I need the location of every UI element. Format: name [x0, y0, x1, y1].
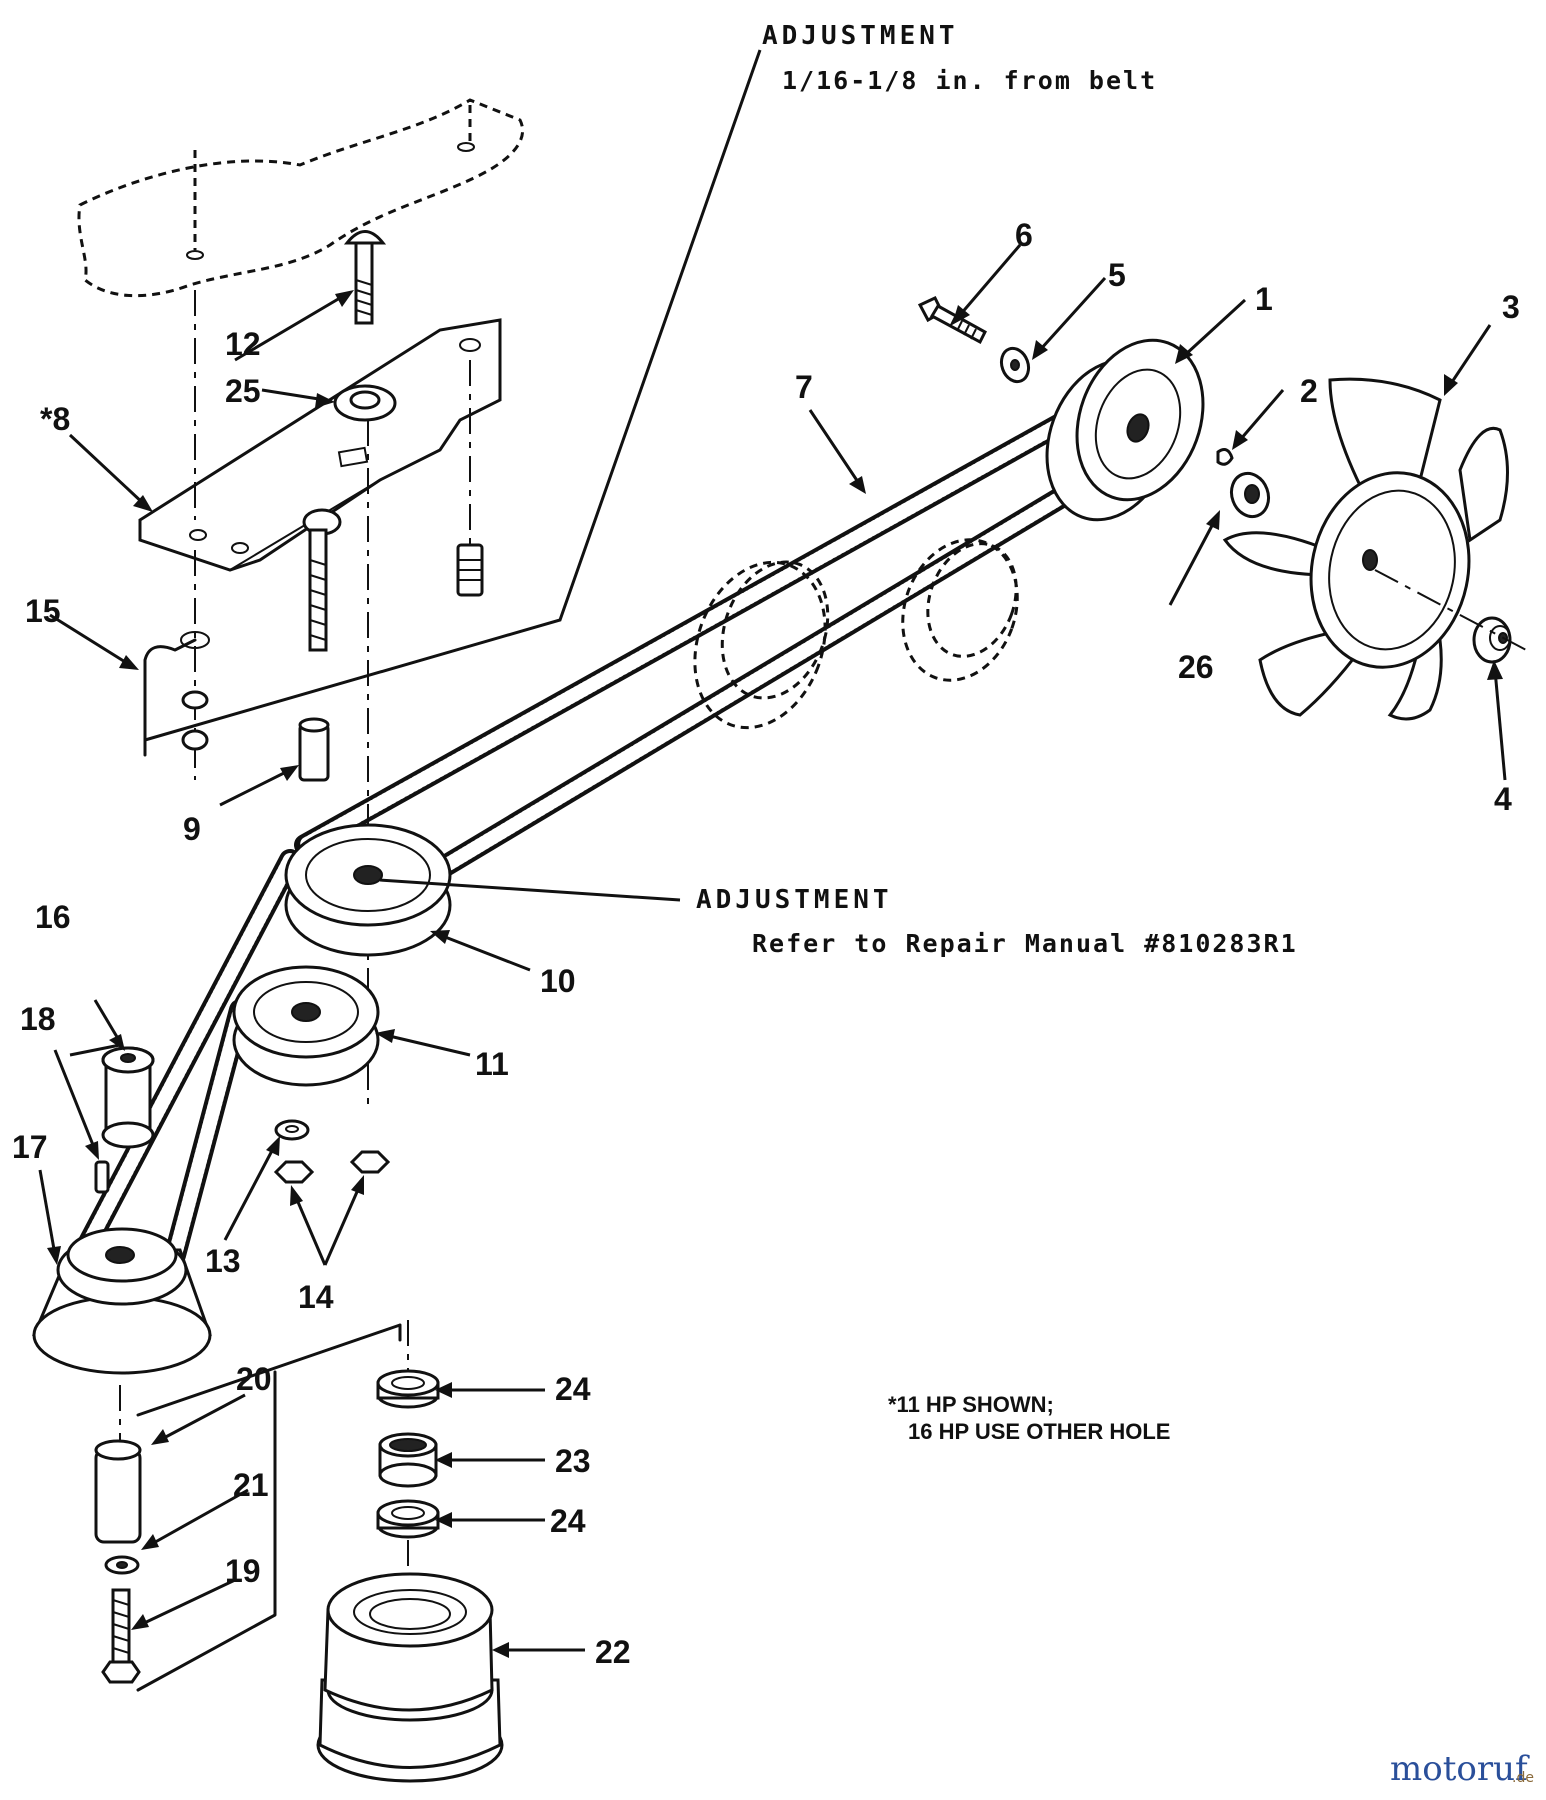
callout-6: 6: [1015, 217, 1033, 253]
drive-belt-lower: [74, 849, 301, 1266]
cooling-fan-3: [1222, 377, 1509, 721]
washer-13: [274, 1119, 310, 1141]
carriage-bolt-12: [343, 230, 387, 325]
phantom-pulley-right: [901, 538, 1019, 682]
callout-10: 10: [540, 963, 576, 999]
adjustment-mid-detail: Refer to Repair Manual #810283R1: [752, 929, 1298, 958]
callout-14: 14: [298, 1279, 334, 1315]
adjustment-rod-15: [143, 631, 210, 757]
bolt-19: [101, 1588, 141, 1684]
footnote: *11 HP SHOWN; 16 HP USE OTHER HOLE: [888, 1392, 1170, 1444]
frame-phantom-outline: [77, 98, 525, 298]
callout-8: *8: [40, 401, 70, 437]
adjustment-top-title: ADJUSTMENT: [762, 21, 959, 51]
adjustment-top-detail: 1/16-1/8 in. from belt: [782, 66, 1157, 95]
callout-26: 26: [1178, 649, 1214, 685]
fan-nut-4: [1472, 616, 1512, 664]
idler-bracket: [138, 318, 502, 572]
adjustment-note-mid: ADJUSTMENT Refer to Repair Manual #81028…: [696, 885, 1298, 958]
footnote-line1: *11 HP SHOWN;: [888, 1392, 1054, 1417]
callout-17: 17: [12, 1129, 48, 1165]
callout-numbers: 1 2 3 4 5 6 7 *8 9 10 11 12 13 14 15 16 …: [12, 217, 1520, 1670]
belt-7: [294, 374, 1141, 916]
key-2: [1216, 448, 1234, 466]
phantom-pulley-left: [693, 560, 830, 730]
callout-4: 4: [1494, 781, 1512, 817]
kit-group-bracket: [136, 1323, 402, 1692]
engine-pulley-17: [32, 1227, 212, 1375]
callout-20: 20: [236, 1361, 272, 1397]
nut-14-left: [273, 1160, 315, 1184]
adjustment-note-top: ADJUSTMENT 1/16-1/8 in. from belt: [762, 21, 1157, 95]
callout-21: 21: [233, 1467, 269, 1503]
callout-16: 16: [35, 899, 71, 935]
idler-pulley-10: [284, 823, 452, 957]
washer-5: [999, 346, 1031, 384]
bolt-6: [917, 296, 987, 345]
footnote-line2: 16 HP USE OTHER HOLE: [908, 1419, 1170, 1444]
bushing-16: [101, 1046, 155, 1149]
bearing-23: [378, 1432, 438, 1488]
callout-1: 1: [1255, 281, 1273, 317]
pivot-bolt: [302, 508, 342, 652]
callout-24-top: 24: [555, 1371, 591, 1407]
fan-drive-pulley-1: [1045, 338, 1205, 522]
spacer-9: [298, 717, 330, 782]
watermark-suffix: .de: [1512, 1770, 1534, 1786]
idler-pulley-11: [232, 965, 380, 1087]
callout-7: 7: [795, 369, 813, 405]
centerline-fan: [1374, 569, 1531, 653]
callout-23: 23: [555, 1443, 591, 1479]
callout-19: 19: [225, 1553, 261, 1589]
callout-3: 3: [1502, 289, 1520, 325]
leader-lines: [38, 49, 1507, 1658]
watermark-logo: motoruf .de: [1390, 1749, 1534, 1789]
double-pulley-22: [316, 1572, 504, 1783]
washer-25: [333, 384, 397, 422]
callout-13: 13: [205, 1243, 241, 1279]
washer-21: [104, 1555, 140, 1575]
bearing-seal-24-top: [376, 1369, 440, 1409]
callout-11: 11: [475, 1046, 509, 1082]
callout-22: 22: [595, 1634, 631, 1670]
callout-15: 15: [25, 593, 61, 629]
washer-26: [1229, 471, 1271, 519]
callout-25: 25: [225, 373, 261, 409]
nut-14-right: [349, 1150, 391, 1174]
callout-24-bottom: 24: [550, 1503, 586, 1539]
callout-18: 18: [20, 1001, 56, 1037]
watermark-brand-text: motoruf: [1390, 1749, 1530, 1789]
watermark-brand: motoruf: [1390, 1749, 1530, 1789]
spacer-20: [94, 1439, 142, 1544]
pin-18: [94, 1160, 110, 1194]
bearing-seal-24-bottom: [376, 1499, 440, 1539]
callout-2: 2: [1300, 373, 1318, 409]
callout-9: 9: [183, 811, 201, 847]
callout-12: 12: [225, 326, 261, 362]
callout-5: 5: [1108, 257, 1126, 293]
adjustment-mid-title: ADJUSTMENT: [696, 885, 893, 915]
lower-bracket-screw: [456, 543, 484, 597]
